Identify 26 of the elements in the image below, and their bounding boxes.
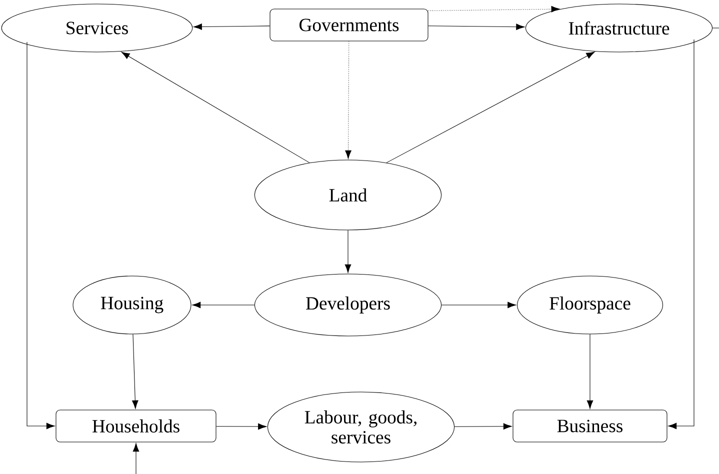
ellipse-node: Land: [254, 160, 442, 230]
ellipse-node: Services: [1, 4, 193, 52]
arrow: [26, 42, 55, 430]
arrow: [132, 443, 140, 474]
ellipse-node: Labour, goods, services: [267, 392, 455, 462]
ellipse-node: Infrastructure: [525, 4, 713, 52]
ellipse-node: Floorspace: [516, 276, 664, 334]
arrow: [386, 52, 595, 164]
arrow: [441, 302, 516, 308]
arrow: [344, 230, 352, 273]
arrow: [454, 423, 512, 430]
ellipse-node: Developers: [254, 274, 442, 336]
arrow: [192, 302, 255, 308]
arrow: [132, 334, 138, 409]
arrow: [428, 24, 525, 30]
rounded-box: Governments: [270, 8, 428, 42]
ellipse-node: Housing: [72, 276, 192, 334]
arrow: [428, 6, 560, 12]
arrow: [216, 423, 267, 430]
arrow: [345, 41, 352, 159]
arrow: [121, 52, 310, 164]
arrow: [668, 39, 694, 430]
rounded-box: Households: [56, 410, 216, 442]
arrow: [193, 24, 270, 30]
arrow: [586, 334, 594, 409]
rounded-box: Business: [512, 410, 668, 442]
